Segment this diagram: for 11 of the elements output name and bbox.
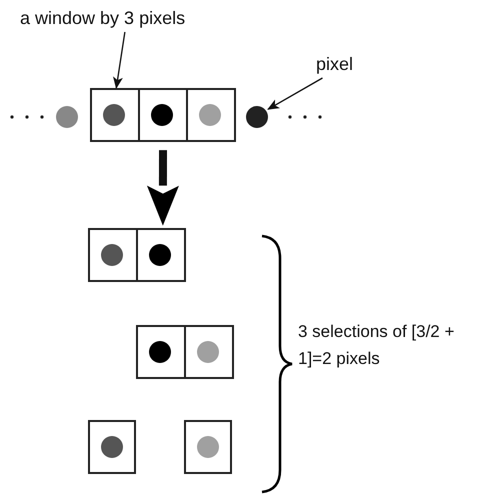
pixel-dot (246, 106, 268, 128)
pixel-selection (88, 420, 232, 474)
pixel-window (90, 88, 236, 142)
pixel-window (88, 228, 184, 282)
annotation-text: pixel (316, 52, 370, 78)
pixel-window (136, 325, 232, 379)
down-arrow (146, 150, 179, 226)
annotation-text: a window by 3 pixels (20, 6, 248, 32)
leader-arrow (267, 77, 323, 110)
leader-arrow (113, 32, 126, 89)
selection-note: 3 selections of [3/2 + 1]=2 pixels (298, 321, 456, 370)
